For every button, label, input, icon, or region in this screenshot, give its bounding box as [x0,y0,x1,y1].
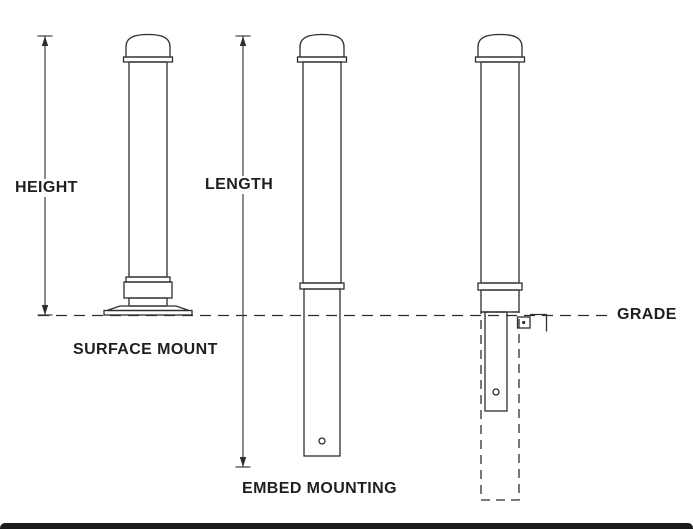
length-dim-arrow-down [239,457,247,467]
bollard-cap-collar [474,56,526,63]
length-dimension-line [235,35,251,468]
bottom-bar [0,523,693,529]
base-bevel [106,305,190,312]
base-plate [103,309,193,316]
embed-mount-bollard [296,33,348,457]
height-dimension-line [37,35,53,316]
length-label: LENGTH [202,176,277,194]
embed-sleeve-bollard [474,33,548,501]
bollard-lower-ring [477,282,523,291]
bollard-lower-ring [125,276,171,283]
embed-mounting-label: EMBED MOUNTING [239,480,400,498]
clamp-bolt [522,320,526,325]
bollard-dome-cap [477,33,523,58]
height-label: HEIGHT [12,179,81,197]
bollard-shaft [128,61,168,278]
anchor-hole [318,437,326,445]
clamp-bracket [530,313,548,332]
bollard-lower-collar [123,281,173,299]
bollard-dome-cap [125,33,171,58]
bollard-shaft [302,61,342,284]
bollard-cap-collar [122,56,174,63]
embed-sleeve-outline [480,311,520,501]
height-dim-arrow-down [41,305,49,315]
bollard-cap-collar [296,56,348,63]
bollard-neck [128,297,168,307]
grade-label: GRADE [614,306,680,324]
surface-mount-bollard [103,33,193,316]
inner-anchor-tube [484,311,508,412]
height-dim-arrow-up [41,36,49,46]
bollard-lower-ring [299,282,345,290]
embed-tube [303,288,341,457]
anchor-hole [492,388,500,396]
length-dim-arrow-up [239,36,247,46]
bollard-shaft [480,61,520,284]
surface-mount-label: SURFACE MOUNT [70,341,221,359]
bollard-grade-section [480,289,520,313]
grade-clamp [516,316,531,329]
bollard-dome-cap [299,33,345,58]
